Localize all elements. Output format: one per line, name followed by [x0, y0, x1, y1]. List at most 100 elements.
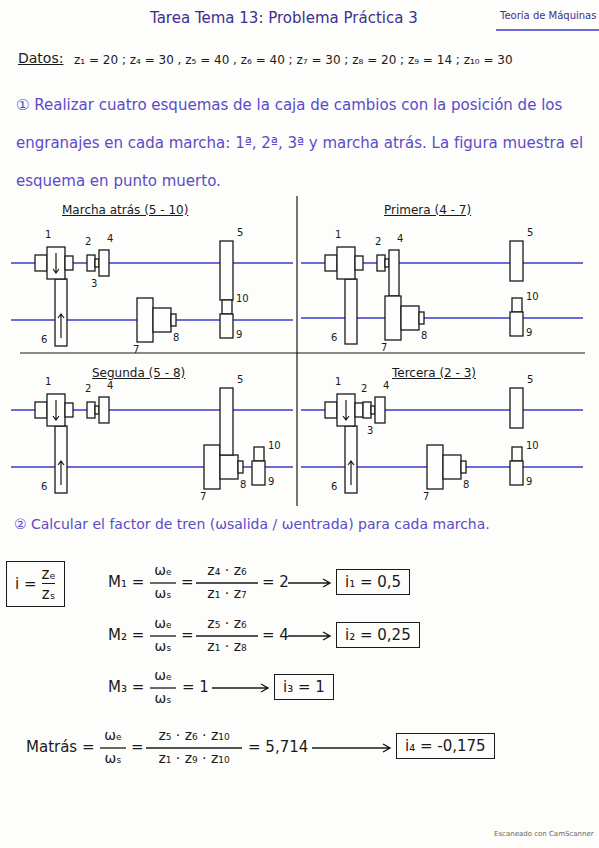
gear-number: 9 [236, 329, 242, 341]
gear-outline [345, 426, 357, 493]
gear-outline [345, 279, 357, 344]
direction-arrow [348, 461, 354, 485]
result-value: i₃ = 1 [283, 678, 325, 696]
result-arrow [288, 579, 330, 587]
gear-outline [65, 256, 73, 270]
direction-arrow [53, 253, 59, 273]
gear-outline [355, 256, 363, 270]
gear-outline [171, 314, 176, 326]
fraction-denominator: z₁ · z₇ [196, 585, 258, 602]
gear-outline [55, 279, 67, 346]
formula-term: = 4 [262, 626, 289, 644]
gear-outline [375, 397, 385, 423]
formula-term: = [181, 573, 194, 591]
gear-outline [512, 298, 522, 312]
gear-outline [220, 455, 238, 479]
gear-outline [401, 306, 419, 330]
gear-outline [220, 241, 233, 300]
shaft-line [301, 317, 583, 318]
gear-outline [337, 394, 355, 426]
formula-term: i = [15, 575, 37, 593]
formula-box: i =zₑzₛ [6, 561, 65, 607]
fraction-denominator: ωₛ [100, 750, 126, 767]
result-value: i₁ = 0,5 [345, 573, 401, 591]
gear-number: 6 [331, 481, 337, 493]
gear-outline [427, 445, 443, 489]
gear-number: 7 [200, 491, 206, 503]
gear-number: 2 [85, 236, 91, 248]
gear-outline [47, 394, 65, 426]
watermark: Escaneado con CamScanner [494, 830, 594, 838]
task-text: ① Realizar cuatro esquemas de la caja de… [16, 86, 584, 200]
gear-number: 1 [335, 376, 341, 388]
gear-number: 3 [367, 425, 373, 437]
result-arrow [288, 632, 330, 640]
result-arrow [212, 684, 268, 692]
divider-line [296, 196, 297, 506]
fraction-bar [146, 747, 242, 748]
gear-number: 8 [421, 330, 427, 342]
direction-arrow [53, 400, 59, 420]
gear-outline [137, 298, 153, 342]
gear-number: 2 [375, 236, 381, 248]
gear-outline [325, 402, 337, 418]
formula-term: = 5,714 [248, 738, 308, 756]
gear-number: 9 [526, 327, 532, 339]
formula-term: = [181, 626, 194, 644]
gear-number: 6 [331, 332, 337, 344]
gear-number: 9 [526, 476, 532, 488]
gear-outline [461, 461, 466, 473]
result-value: i₄ = -0,175 [405, 737, 486, 755]
data-heading: Datos: [18, 50, 63, 67]
fraction-bar [100, 747, 126, 748]
fraction-bar [150, 635, 176, 636]
gear-outline [443, 455, 461, 479]
gear-outline [385, 296, 401, 340]
formula-term: = 1 [182, 678, 209, 696]
panel-title: Primera (4 - 7) [384, 203, 471, 217]
data-values: z₁ = 20 ; z₄ = 30 , z₅ = 40 , z₆ = 40 ; … [74, 53, 513, 67]
gear-outline [220, 314, 233, 338]
formula-term: M₂ = [108, 626, 144, 644]
direction-arrow [343, 400, 349, 420]
gear-outline [510, 241, 523, 281]
fraction-denominator: ωₛ [150, 690, 176, 707]
gear-number: 6 [41, 334, 47, 346]
gear-outline [99, 397, 109, 423]
gearbox-sketch [11, 241, 293, 346]
illustration-layer [11, 30, 599, 752]
page-title: Tarea Tema 13: Problema Práctica 3 [150, 9, 418, 27]
result-arrow [312, 744, 390, 752]
task-text: ② Calcular el factor de tren (ωsalida / … [14, 516, 592, 533]
direction-arrow [58, 461, 64, 485]
gear-outline [35, 255, 47, 271]
fraction-bar [196, 635, 258, 636]
gear-outline [238, 461, 243, 473]
gear-outline [153, 308, 171, 332]
gear-outline [512, 447, 522, 461]
gear-number: 4 [383, 380, 389, 392]
fraction-numerator: z₅ · z₆ [196, 615, 258, 632]
direction-arrow [58, 314, 64, 338]
gear-outline [377, 255, 385, 271]
gear-number: 4 [397, 233, 403, 245]
fraction-numerator: ωₑ [150, 615, 176, 632]
result-box: i₄ = -0,175 [396, 733, 495, 759]
gear-outline [325, 255, 337, 271]
panel-title: Marcha atrás (5 - 10) [62, 203, 188, 217]
gear-number: 5 [237, 227, 243, 239]
gear-number: 5 [237, 374, 243, 386]
gear-outline [510, 388, 523, 428]
gear-number: 9 [268, 476, 274, 488]
fraction-numerator: ωₑ [150, 667, 176, 684]
gear-outline [363, 402, 371, 418]
gear-outline [510, 461, 523, 485]
gearbox-sketch [11, 388, 293, 493]
fraction-bar [196, 582, 258, 583]
panel-title: Tercera (2 - 3) [392, 366, 476, 380]
formula-term: Matrás = [26, 738, 95, 756]
result-box: i₁ = 0,5 [336, 569, 410, 595]
gear-outline [220, 388, 233, 455]
gear-outline [47, 247, 65, 279]
